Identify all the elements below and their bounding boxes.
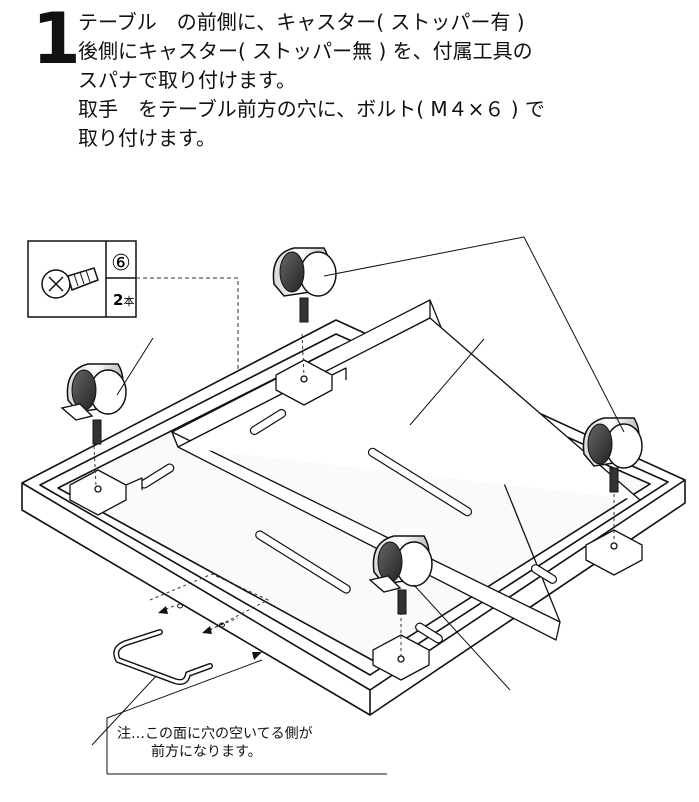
- instruction-line-5: 取り付けます。: [78, 126, 216, 150]
- part-number: ⑥: [111, 251, 131, 276]
- handle-arrows: [158, 606, 262, 660]
- note-box: 注…この面に穴の空いてる側が 前方になります。: [107, 718, 387, 774]
- handle-icon: [113, 629, 213, 685]
- step-number: 1: [32, 0, 81, 80]
- callout-lines: [91, 236, 625, 775]
- note-line-1: 注…この面に穴の空いてる側が: [117, 726, 313, 742]
- handle-holes: [177, 603, 225, 628]
- bolt-icon: [41, 267, 99, 299]
- caster-brackets: [69, 359, 643, 681]
- instruction-line-2: 後側にキャスター( ストッパー無 ) を、付属工具の: [78, 39, 533, 63]
- instruction-line-3: スパナで取り付けます。: [78, 68, 296, 92]
- table-slots: [139, 408, 558, 644]
- instruction-line-4: 取手 をテーブル前方の穴に、ボルト( M４×６ ) で: [78, 97, 545, 121]
- part-quantity: 2本: [113, 291, 134, 309]
- instruction-text: テーブル の前側に、キャスター( ストッパー有 ) 後側にキャスター( ストッパ…: [78, 8, 688, 153]
- instruction-line-1: テーブル の前側に、キャスター( ストッパー有 ): [78, 10, 525, 34]
- caster-icon: [60, 247, 643, 615]
- note-line-2: 前方になります。: [151, 744, 262, 760]
- caster-leader-lines: [93, 333, 615, 656]
- parts-box: [27, 240, 137, 318]
